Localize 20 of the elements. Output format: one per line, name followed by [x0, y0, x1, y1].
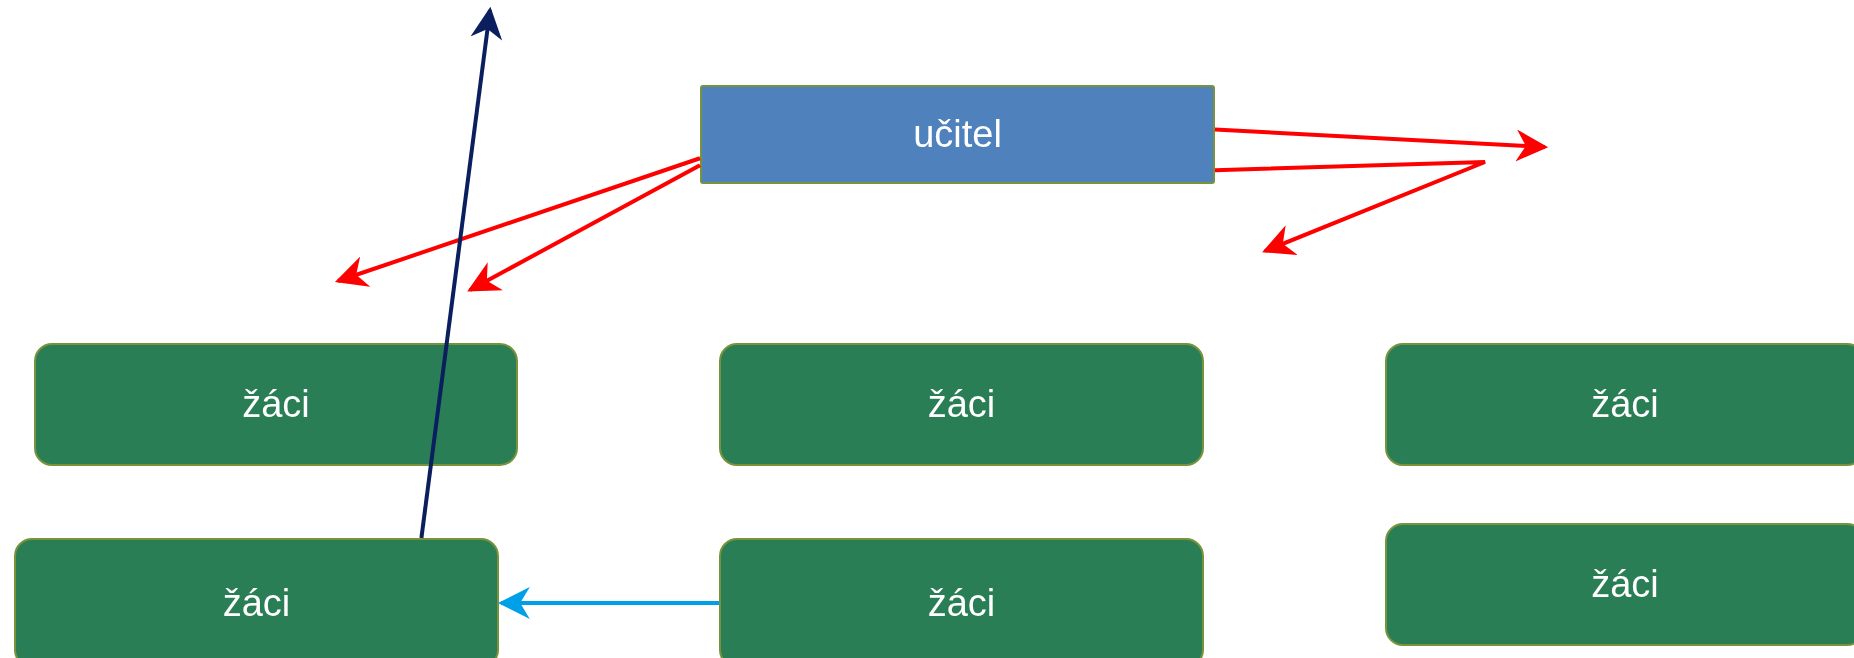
arrow	[1214, 160, 1487, 256]
process-box	[1385, 343, 1854, 466]
process-box	[1385, 523, 1854, 646]
node-label: žáci	[222, 581, 291, 625]
process-box	[700, 85, 1215, 184]
process-box	[719, 538, 1204, 658]
node-label: žáci	[1591, 383, 1659, 426]
arrow	[467, 163, 701, 292]
node-label: žáci	[927, 581, 996, 625]
process-box	[14, 538, 499, 658]
node-label: žáci	[242, 383, 310, 426]
process-box	[34, 343, 518, 466]
process-box	[719, 343, 1204, 466]
arrow	[419, 6, 503, 539]
arrow	[334, 156, 701, 287]
arrow	[1214, 127, 1549, 162]
arrow	[497, 587, 719, 619]
node-label: žáci	[927, 383, 996, 426]
node-label: učitel	[913, 113, 1002, 156]
node-label: žáci	[1591, 563, 1659, 606]
